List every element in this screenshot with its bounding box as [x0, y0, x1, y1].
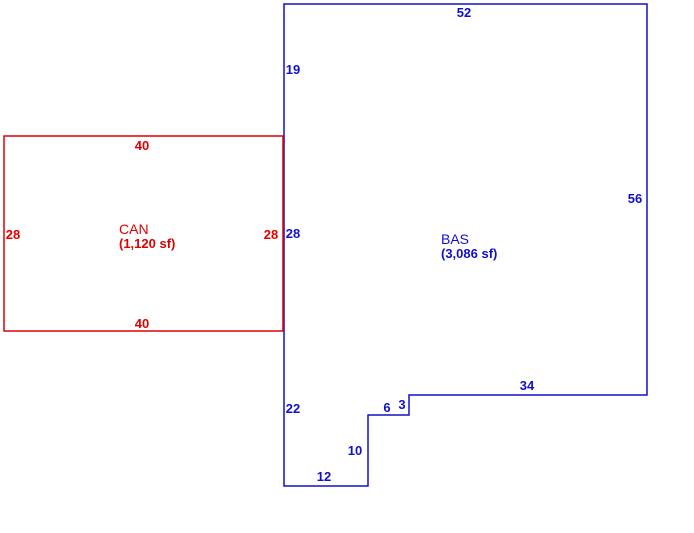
- can-dim-bottom: 40: [135, 316, 149, 331]
- bas-dim-left-upper: 19: [286, 62, 300, 77]
- bas-dim-bottom: 12: [317, 469, 331, 484]
- bas-dim-step-mid: 6: [383, 400, 390, 415]
- can-dim-top: 40: [135, 138, 149, 153]
- bas-dim-step-short: 3: [398, 397, 405, 412]
- bas-dim-right: 56: [628, 191, 642, 206]
- bas-dim-step-top: 34: [520, 378, 535, 393]
- can-area-label: (1,120 sf): [119, 236, 175, 251]
- bas-dim-top: 52: [457, 5, 471, 20]
- bas-dim-left-lower: 22: [286, 401, 300, 416]
- can-dim-left: 28: [6, 227, 20, 242]
- bas-dim-left-mid: 28: [286, 226, 300, 241]
- can-code-label: CAN: [119, 221, 149, 237]
- bas-outline: [283, 3, 648, 487]
- can-dim-right: 28: [264, 227, 278, 242]
- bas-area-label: (3,086 sf): [441, 246, 497, 261]
- bas-code-label: BAS: [441, 231, 469, 247]
- can-outline: [3, 135, 284, 332]
- bas-dim-notch: 10: [348, 443, 362, 458]
